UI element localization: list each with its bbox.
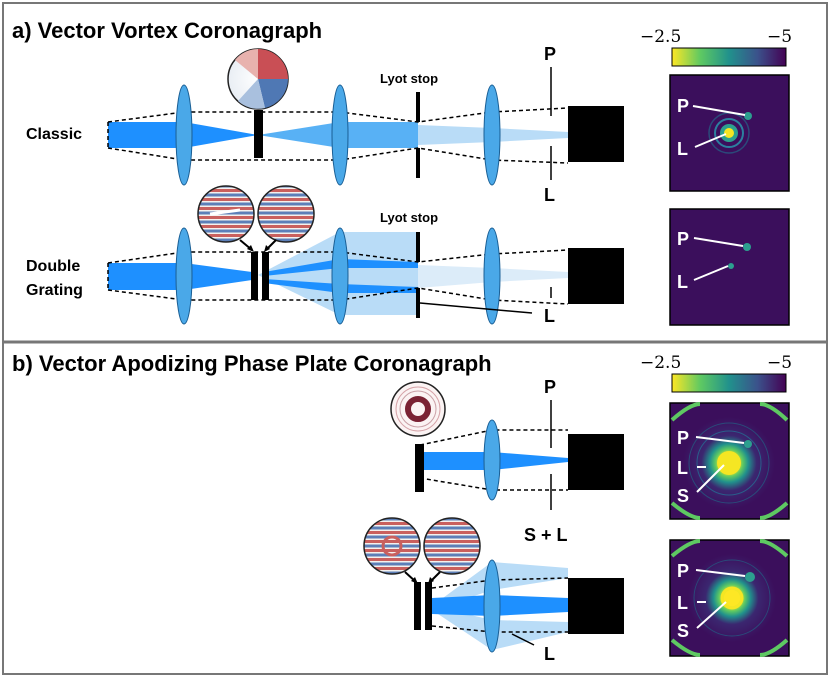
classic-lens-2: [331, 84, 349, 186]
psf-image-classic: [669, 74, 790, 192]
classic-vortex-mask: [254, 110, 263, 158]
double-lens-1: [175, 227, 193, 325]
colorbar-a-min-label: −2.5: [640, 27, 681, 47]
double-lens-2: [331, 227, 349, 325]
vapp-camera-bottom: [568, 578, 624, 634]
grating-pattern-1: [197, 185, 255, 243]
double-lens-3: [483, 227, 501, 325]
psf-a2-label-l: L: [677, 272, 688, 292]
psf-b1-label-s: S: [677, 486, 689, 506]
double-grating-masks: [251, 252, 269, 300]
classic-lyot-stop: [416, 92, 420, 178]
lyot-stop-label-2: Lyot stop: [380, 210, 438, 225]
grating-arrow-1-head: [247, 245, 254, 252]
label-s-plus-l: S + L: [524, 525, 568, 545]
psf-a1-label-p: P: [677, 96, 689, 116]
label-l-double: L: [544, 306, 555, 326]
colorbar-b-max-label: −5: [767, 353, 792, 373]
vortex-phase-pattern: [227, 48, 289, 110]
label-l-b: L: [544, 644, 555, 664]
label-p-b: P: [544, 377, 556, 397]
psf-a1-label-l: L: [677, 139, 688, 159]
psf-a2-label-p: P: [677, 229, 689, 249]
label-p-a: P: [544, 44, 556, 64]
double-vapp-pattern-2: [423, 517, 481, 575]
double-camera: [568, 248, 624, 304]
colorbar-b-min-label: −2.5: [640, 353, 681, 373]
classic-camera: [568, 106, 624, 162]
vapp-lens-top: [483, 419, 501, 501]
lyot-stop-label-1: Lyot stop: [380, 71, 438, 86]
psf-image-vapp: [669, 402, 790, 520]
grating-arrow-2-head: [264, 245, 270, 252]
psf-b2-label-s: S: [677, 621, 689, 641]
l-leader-b: [511, 633, 535, 646]
row-label-double: Double: [26, 258, 80, 275]
vapp-plate: [415, 444, 424, 492]
colorbar-b: [671, 373, 787, 393]
l-leader-double: [419, 302, 533, 314]
psf-b2-label-l: L: [677, 593, 688, 613]
psf-b1-label-p: P: [677, 428, 689, 448]
label-l-classic: L: [544, 185, 555, 205]
double-vapp-pattern-1: [363, 517, 421, 575]
classic-lens-3: [483, 84, 501, 186]
colorbar-a-max-label: −5: [767, 27, 792, 47]
colorbar-a: [671, 47, 787, 67]
psf-image-double-vapp: [669, 539, 790, 657]
double-lyot-stop: [416, 232, 420, 318]
vapp-lens-bottom: [483, 559, 501, 653]
vapp-pattern: [390, 381, 446, 437]
panel-a-title: a) Vector Vortex Coronagraph: [12, 18, 322, 43]
grating-pattern-2: [257, 185, 315, 243]
psf-image-double: [669, 208, 790, 326]
panel-b-title: b) Vector Apodizing Phase Plate Coronagr…: [12, 351, 492, 376]
classic-lens-1: [175, 84, 193, 186]
psf-b1-label-l: L: [677, 458, 688, 478]
vapp-camera-top: [568, 434, 624, 490]
psf-b2-label-p: P: [677, 561, 689, 581]
row-label-grating: Grating: [26, 282, 83, 299]
row-label-classic: Classic: [26, 126, 82, 143]
double-vapp-plates: [414, 582, 432, 630]
